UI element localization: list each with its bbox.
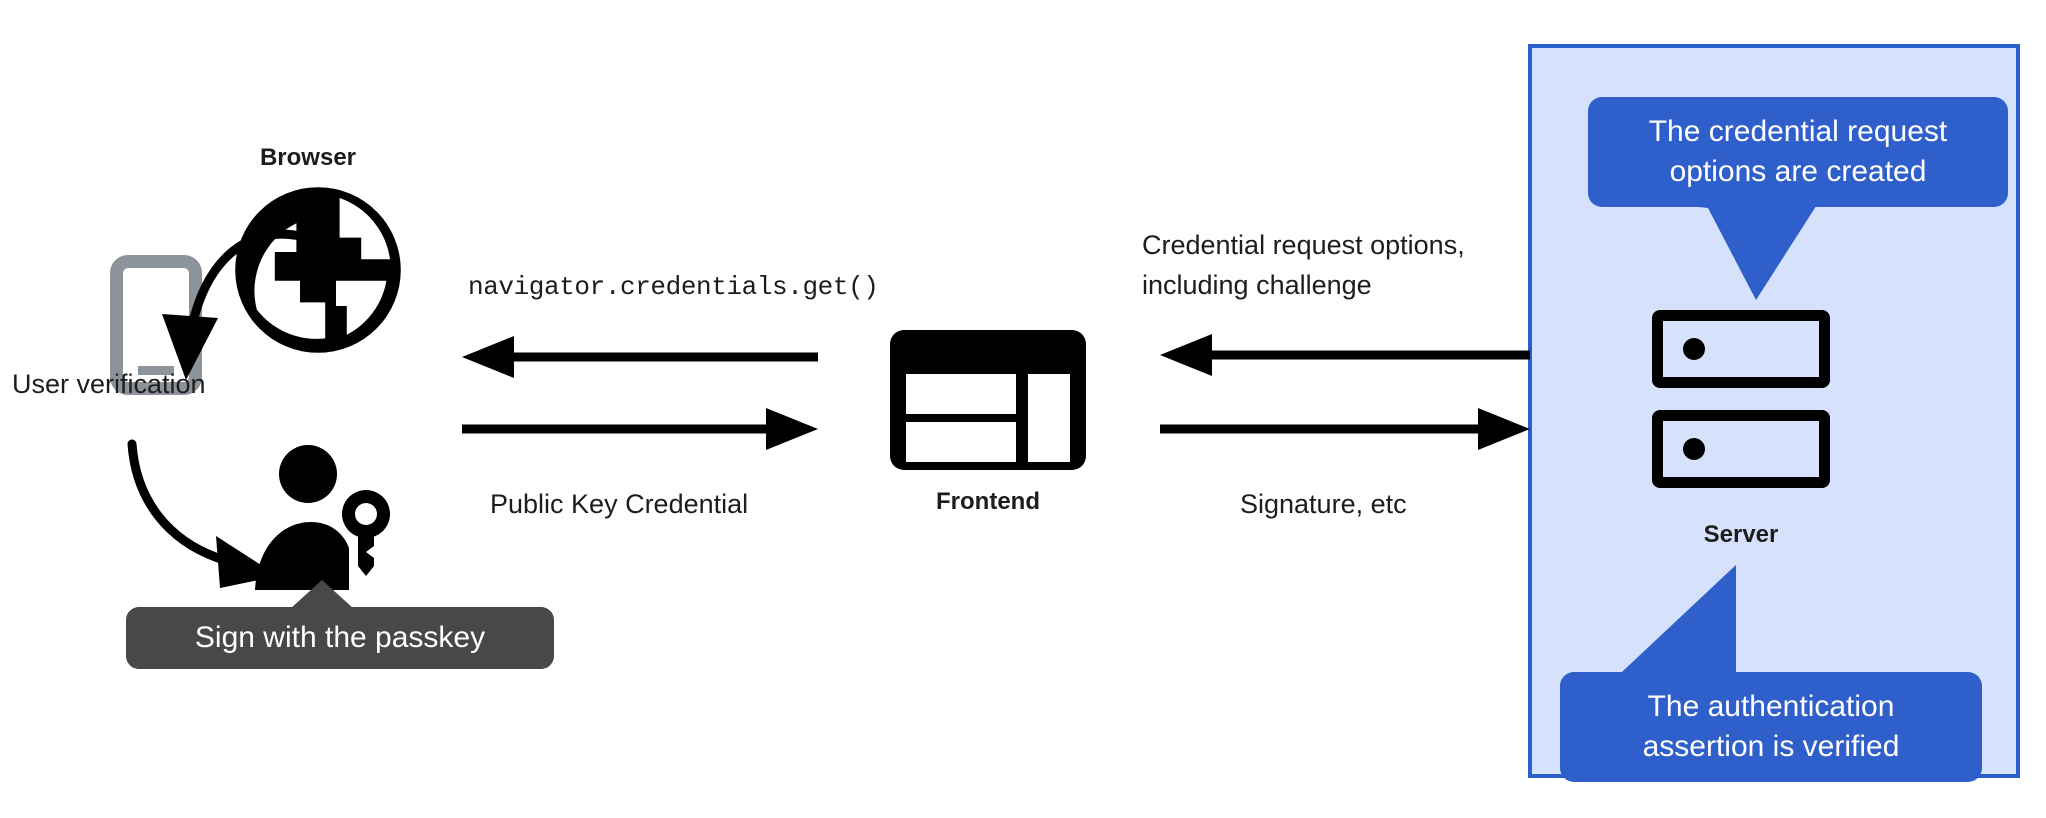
callout-tail-top [1630,200,1820,300]
browser-label: Browser [259,144,357,171]
arrow-browser-to-phone [162,229,305,380]
callout-sign-with-passkey: Sign with the passkey [126,607,554,669]
callout-line-1: The authentication [1647,690,1895,723]
callout-assertion-verified: The authentication assertion is verified [1560,672,1982,782]
frontend-label: Frontend [936,488,1040,515]
frontend-window-icon [890,330,1086,470]
arrow-server-to-frontend [1160,334,1530,376]
public-key-credential-label: Public Key Credential [490,489,749,519]
arrow-frontend-to-browser [462,336,818,378]
signature-etc-label: Signature, etc [1240,489,1407,519]
phone-home-indicator [138,366,174,375]
navigator-credentials-get-label: navigator.credentials.get() [468,272,879,302]
callout-credential-request-created: The credential request options are creat… [1588,97,2008,207]
credential-request-options-label-line2: including challenge [1142,270,1372,300]
globe-icon [235,187,401,353]
person-with-key-icon [255,445,390,590]
server-rack-icon [1652,310,1830,490]
callout-text: Sign with the passkey [194,621,486,654]
server-led-bottom [1683,438,1705,460]
arrow-browser-to-frontend [462,408,818,450]
callout-tail-bottom [1606,565,1736,687]
callout-line-2: options are created [1669,155,1927,188]
user-verification-label: User verification [12,369,206,399]
callout-line-2: assertion is verified [1642,730,1900,763]
arrow-frontend-to-server [1160,408,1530,450]
callout-line-1: The credential request [1648,115,1948,148]
phone-icon [110,255,202,395]
server-led-top [1683,338,1705,360]
phone-body [110,255,202,395]
server-label: Server [1703,521,1779,548]
credential-request-options-label-line1: Credential request options, [1142,230,1465,260]
